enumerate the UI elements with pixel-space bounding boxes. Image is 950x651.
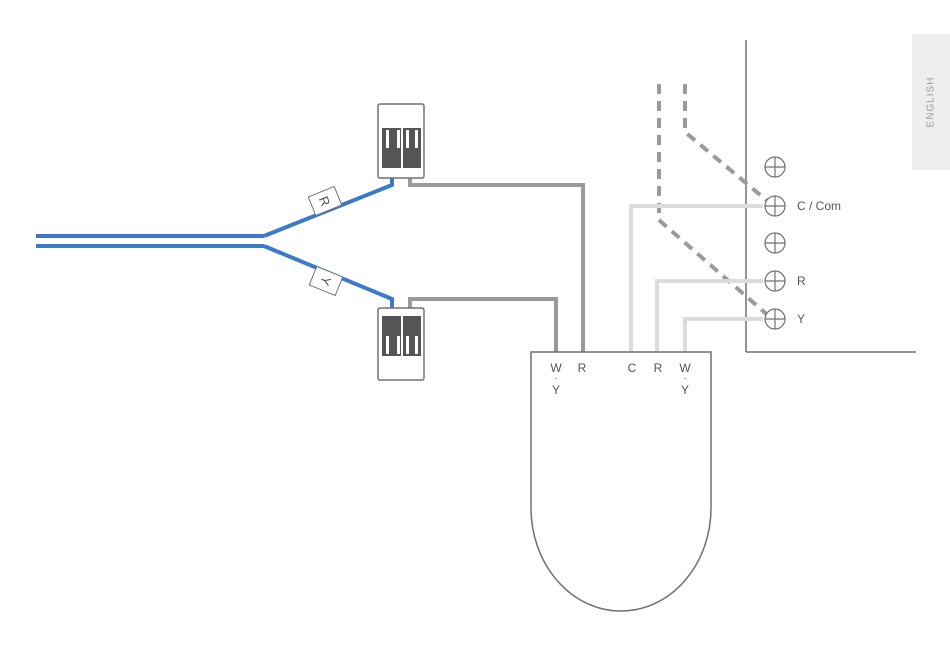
dark-gray-wires bbox=[410, 170, 583, 352]
device-terminal-y-right: Y bbox=[681, 383, 689, 397]
blue-wires bbox=[36, 170, 392, 318]
device-terminal-y-left: Y bbox=[552, 383, 560, 397]
terminal-screw-icon bbox=[765, 157, 785, 177]
device-terminal-c-right: C bbox=[628, 361, 637, 375]
terminal-screw-y-icon bbox=[765, 309, 785, 329]
wire-tag-r: R bbox=[308, 186, 341, 215]
panel-label-r: R bbox=[797, 274, 806, 288]
light-gray-wires bbox=[631, 206, 763, 352]
device-terminal-r-right: R bbox=[654, 361, 663, 375]
terminal-screw-r-icon bbox=[765, 271, 785, 291]
wire-connector-top bbox=[378, 104, 424, 178]
panel-label-c-com: C / Com bbox=[797, 199, 841, 213]
wire-connector-bottom bbox=[378, 308, 424, 380]
panel-terminals bbox=[765, 157, 785, 329]
panel-label-y: Y bbox=[797, 312, 805, 326]
wire-tag-y: Y bbox=[309, 266, 342, 295]
terminal-screw-c-com-icon bbox=[765, 196, 785, 216]
panel-terminal-labels: C / Com R Y bbox=[797, 199, 841, 326]
terminal-screw-icon bbox=[765, 233, 785, 253]
device-terminal-r-left: R bbox=[578, 361, 587, 375]
